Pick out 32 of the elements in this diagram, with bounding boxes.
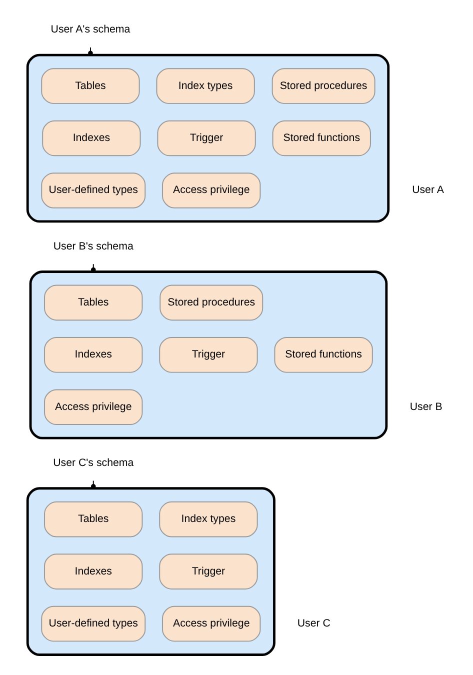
- node-box: Trigger: [158, 554, 258, 590]
- node-box: Access privilege: [162, 606, 260, 642]
- connector: [90, 264, 96, 272]
- node-box: Indexes: [42, 120, 140, 156]
- node-text: User B: [409, 400, 442, 413]
- connector: [90, 480, 96, 489]
- node-text: User C's schema: [52, 456, 134, 469]
- node-box: Index types: [158, 501, 258, 538]
- cluster: [28, 270, 388, 440]
- cluster: [26, 54, 390, 223]
- node-box: Stored procedures: [271, 68, 375, 104]
- node-box: Trigger: [158, 337, 258, 373]
- node-text: User A: [412, 184, 444, 196]
- node-box: Stored functions: [272, 120, 370, 156]
- node-text: User C: [296, 617, 330, 630]
- node-box: Stored procedures: [159, 284, 263, 321]
- node-box: Indexes: [44, 554, 142, 590]
- node-text: User A's schema: [50, 24, 130, 36]
- node-box: User-defined types: [40, 172, 146, 208]
- cluster: [26, 487, 275, 656]
- node-box: Trigger: [156, 120, 256, 156]
- node-box: Indexes: [44, 337, 142, 373]
- node-text: User B's schema: [52, 240, 133, 252]
- node-box: Tables: [44, 284, 142, 321]
- node-box: Access privilege: [162, 172, 260, 208]
- connector: [88, 46, 92, 56]
- node-box: User-defined types: [40, 606, 146, 642]
- node-box: Stored functions: [274, 337, 372, 373]
- node-box: Access privilege: [44, 389, 142, 426]
- node-box: Index types: [156, 68, 254, 104]
- node-box: Tables: [44, 501, 142, 538]
- node-box: Tables: [40, 68, 140, 104]
